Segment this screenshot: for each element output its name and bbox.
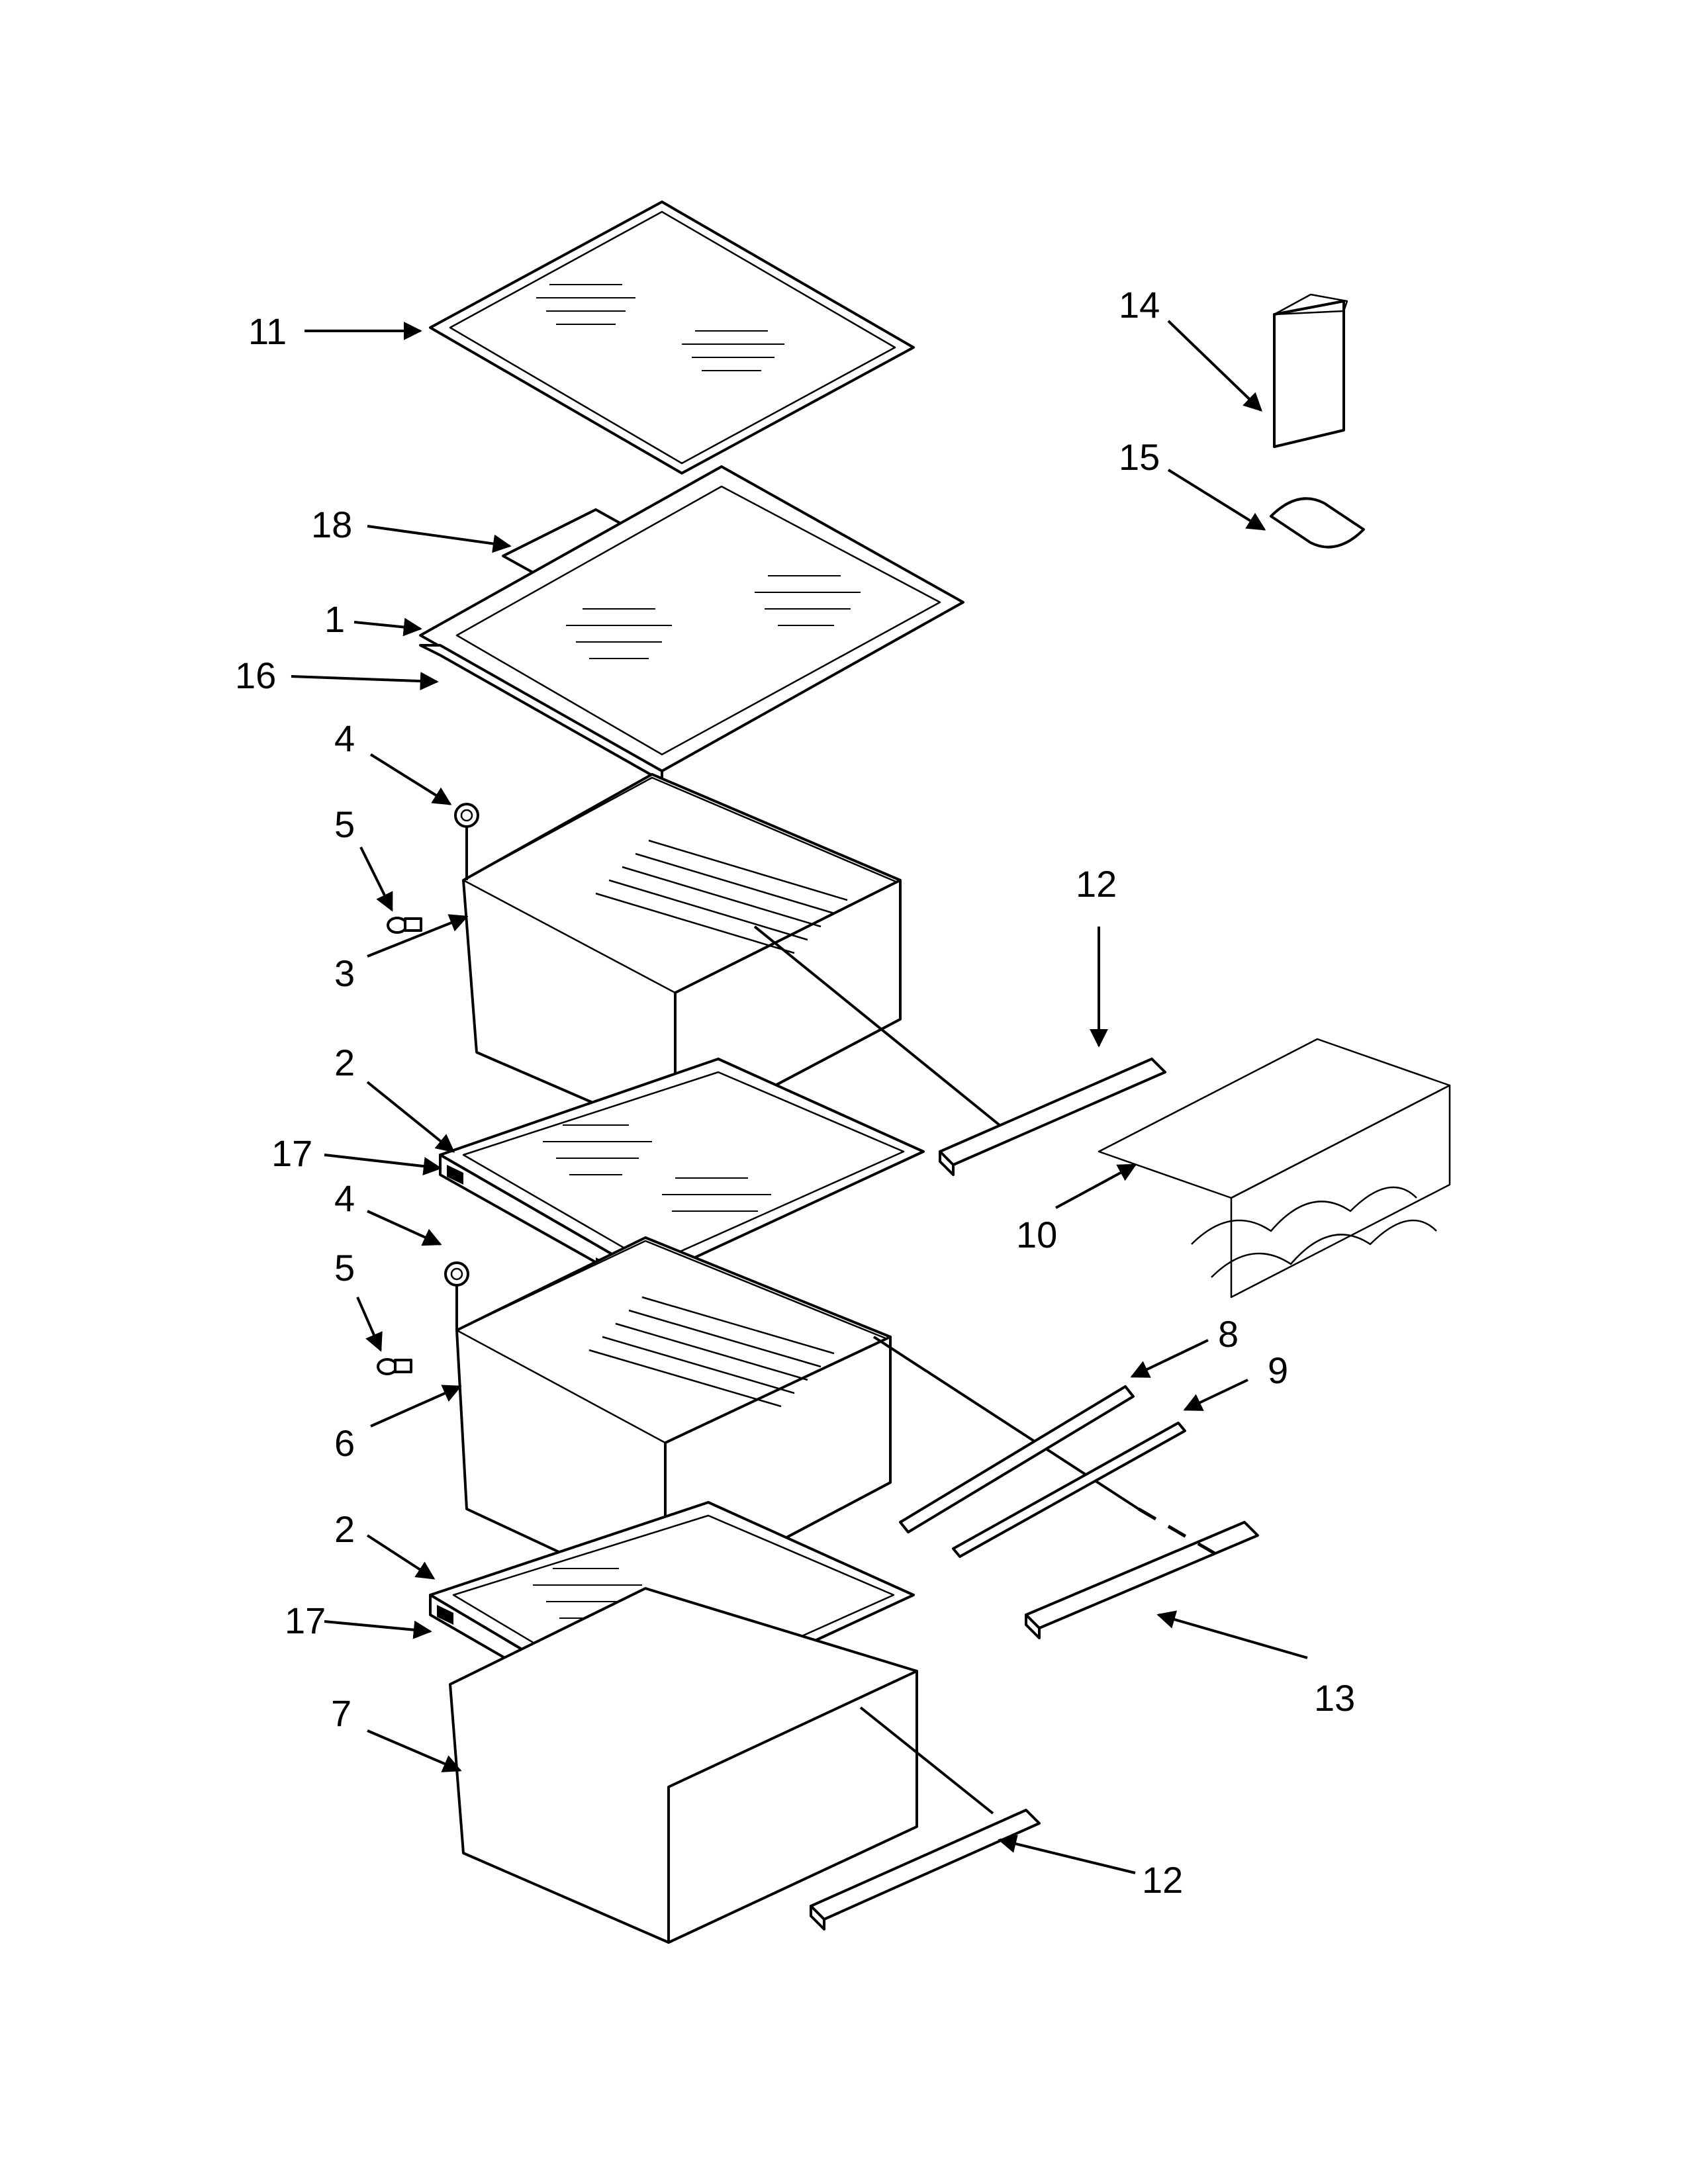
callout-10: 10 <box>1016 1214 1057 1255</box>
part-2-crisper-cover-upper <box>439 1058 925 1279</box>
part-1-glass-shelf <box>419 465 964 772</box>
part-11-glass-shelf <box>429 201 915 475</box>
callout-17-upper: 17 <box>271 1132 312 1174</box>
callout-17-lower: 17 <box>285 1600 326 1641</box>
callout-9: 9 <box>1268 1349 1288 1391</box>
callout-16: 16 <box>235 655 276 696</box>
callout-12-lower: 12 <box>1142 1859 1183 1901</box>
part-10-wine-rack <box>1098 1038 1451 1298</box>
callout-15: 15 <box>1119 436 1160 478</box>
part-8-slide <box>899 1385 1135 1533</box>
part-13-rail <box>1025 1521 1259 1639</box>
callout-5-upper: 5 <box>334 803 355 845</box>
callout-14: 14 <box>1119 284 1160 326</box>
callout-labels: 11 18 1 16 4 5 3 2 17 4 5 6 2 17 7 14 15… <box>235 284 1355 1901</box>
callout-5-lower: 5 <box>334 1247 355 1289</box>
part-9-slide <box>952 1422 1186 1558</box>
part-4-roller-upper <box>454 803 479 880</box>
callout-7: 7 <box>331 1692 352 1734</box>
callout-3: 3 <box>334 952 355 994</box>
callout-6: 6 <box>334 1422 355 1464</box>
part-16-shelf-trim <box>419 644 663 782</box>
callout-11: 11 <box>248 310 287 352</box>
callout-2-upper: 2 <box>334 1042 355 1083</box>
callout-4-upper: 4 <box>334 717 355 759</box>
part-5-pin-upper <box>387 917 422 934</box>
callout-4-lower: 4 <box>334 1177 355 1219</box>
callout-1: 1 <box>324 598 345 640</box>
part-5-pin-lower <box>377 1358 412 1375</box>
leader-lines <box>291 320 1308 1874</box>
callout-13: 13 <box>1314 1677 1355 1719</box>
part-14-vent-cover <box>1273 293 1348 448</box>
callout-8: 8 <box>1218 1313 1239 1355</box>
part-15-bin <box>1270 497 1365 549</box>
part-7-drawer <box>449 1587 918 1944</box>
part-12-rail-upper <box>939 1058 1166 1176</box>
callout-12-upper: 12 <box>1076 863 1117 905</box>
callout-2-lower: 2 <box>334 1508 355 1550</box>
callout-18: 18 <box>311 504 352 545</box>
part-4-roller-lower <box>444 1261 469 1330</box>
part-12-rail-lower <box>810 1809 1041 1931</box>
